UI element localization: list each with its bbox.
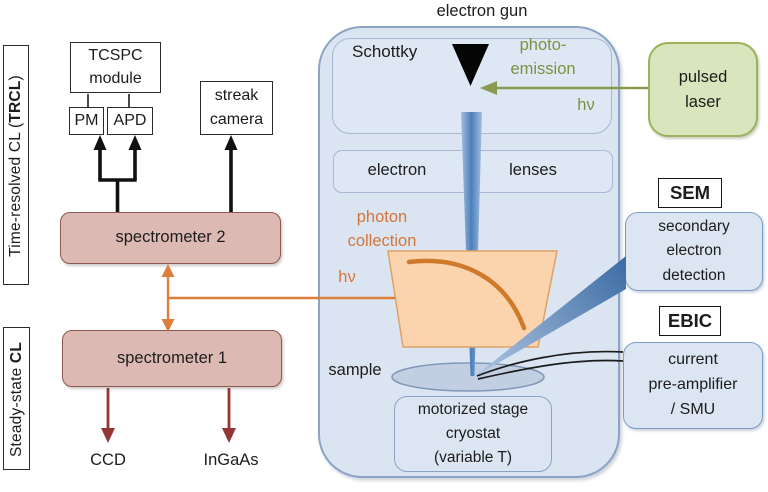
sem-label-box: SEM (658, 178, 722, 208)
tcspc-connectors (87, 94, 130, 107)
sample-text: sample (328, 361, 382, 380)
hv-laser-label: hν (561, 95, 611, 117)
streak-camera-text: streak camera (209, 87, 264, 128)
apd-text: APD (113, 112, 147, 130)
steady-prefix: Steady-state (8, 363, 25, 457)
trcl-suffix: ) (7, 75, 24, 81)
spectrometer1-box: spectrometer 1 (62, 330, 282, 387)
lenses-text: lenses (509, 161, 557, 180)
trcl-bold: TRCL (7, 80, 24, 123)
steady-bold: CL (8, 342, 25, 364)
electron-gun-title-text: electron gun (436, 2, 528, 21)
steady-state-section-label-box: Steady-state CL (3, 327, 30, 470)
secondary-electron-detection-text: secondary electron detection (658, 218, 730, 284)
steady-state-section-label: Steady-state CL (4, 328, 31, 471)
black-arrow-heads (93, 135, 238, 150)
hv-cl-label: hν (327, 266, 367, 290)
ccd-label: CCD (80, 449, 136, 472)
current-preamplifier-text: current pre-amplifier / SMU (648, 351, 738, 418)
streak-camera-box: streak camera (200, 81, 273, 135)
electron-gun-title: electron gun (392, 1, 572, 23)
spectrometer2-box: spectrometer 2 (60, 212, 281, 264)
ebic-text: EBIC (667, 309, 713, 331)
lenses-label: lenses (481, 159, 585, 183)
trcl-section-label-box: Time-resolved CL (TRCL) (3, 45, 29, 285)
current-preamplifier-box: current pre-amplifier / SMU (623, 342, 763, 429)
pulsed-laser-box: pulsed laser (648, 42, 758, 137)
spectrometer2-output-lines (98, 147, 233, 212)
stage-cryostat-label: motorized stage cryostat (variable T) (417, 400, 529, 466)
spectrometer1-text: spectrometer 1 (116, 348, 228, 367)
hv-cl-text: hν (338, 268, 356, 287)
secondary-electron-detection-box: secondary electron detection (625, 212, 763, 291)
electron-label: electron (342, 159, 452, 183)
photoemission-text: photo- emission (510, 36, 576, 78)
tcspc-module-text: TCSPC module (88, 47, 143, 87)
tcspc-module-box: TCSPC module (70, 42, 161, 93)
photon-path-arrow-heads (161, 264, 175, 332)
pm-box: PM (69, 107, 104, 135)
trcl-prefix: Time-resolved CL ( (7, 122, 24, 257)
schottky-text: Schottky (352, 41, 418, 61)
trcl-section-label: Time-resolved CL (TRCL) (4, 46, 30, 286)
ingaas-label: InGaAs (197, 449, 265, 472)
pulsed-laser-text: pulsed laser (678, 67, 728, 111)
ingaas-text: InGaAs (203, 450, 259, 469)
photon-collection-text: photon collection (347, 208, 417, 250)
sem-text: SEM (669, 181, 711, 203)
detector-arrow-heads (101, 428, 236, 443)
apd-box: APD (107, 107, 153, 135)
sample-label: sample (321, 360, 389, 382)
electron-text: electron (367, 161, 427, 180)
detector-arrow-lines (106, 388, 231, 430)
photoemission-label: photo- emission (498, 33, 588, 83)
stage-cryostat-box: motorized stage cryostat (variable T) (394, 396, 552, 472)
schottky-label: Schottky (352, 40, 448, 64)
ccd-text: CCD (90, 450, 126, 469)
pm-text: PM (74, 112, 99, 130)
spectrometer2-text: spectrometer 2 (115, 228, 226, 247)
ebic-label-box: EBIC (659, 306, 721, 336)
photon-collection-label: photon collection (330, 206, 434, 254)
hv-laser-text: hν (577, 96, 595, 115)
